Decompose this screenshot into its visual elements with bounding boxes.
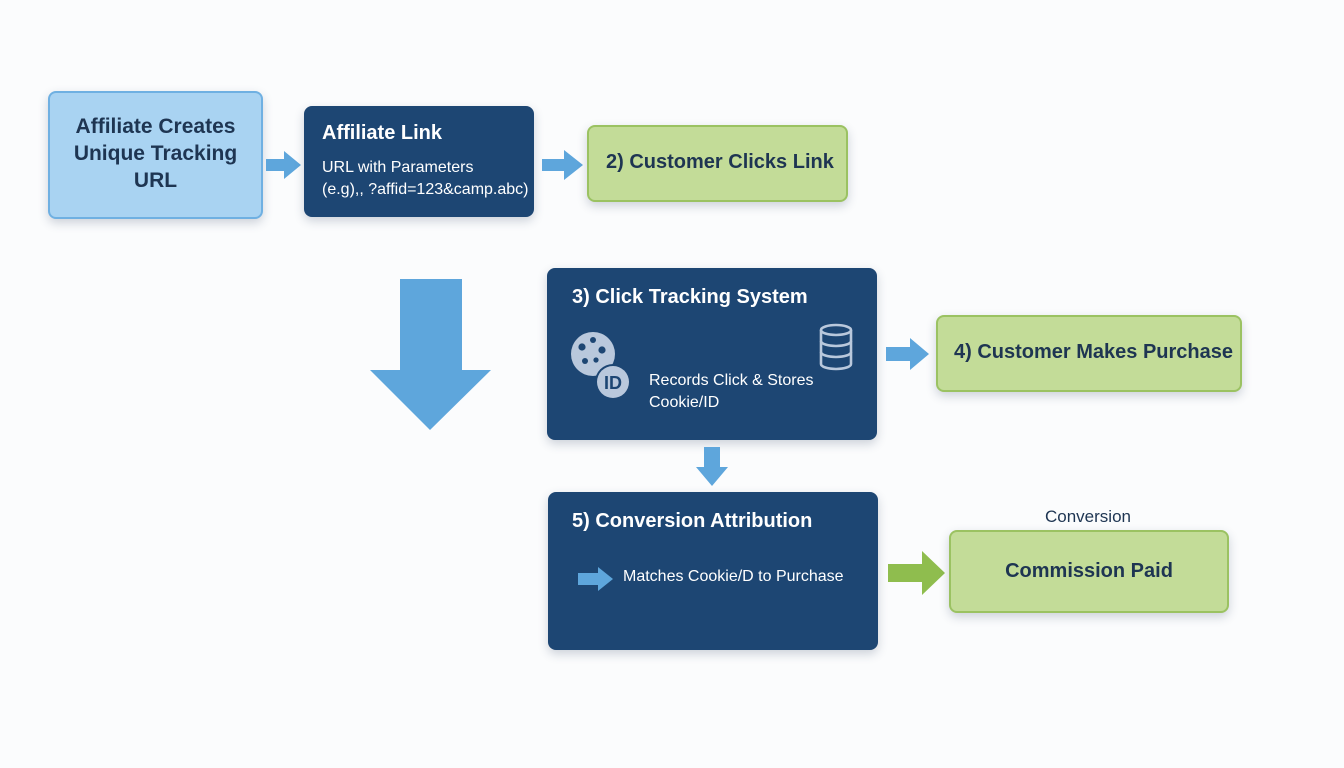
customer-clicks-link-box: 2) Customer Clicks Link [587, 125, 848, 202]
customer-makes-purchase-box: 4) Customer Makes Purchase [936, 315, 1242, 392]
arrow-right-icon [886, 338, 929, 370]
click-tracking-line-2: Cookie/ID [649, 394, 720, 411]
affiliate-link-line-1: URL with Parameters [322, 159, 474, 176]
database-icon [819, 323, 853, 371]
conversion-attribution-title: 5) Conversion Attribution [572, 510, 813, 532]
step-create-line-2: Unique Tracking [73, 142, 238, 165]
arrow-down-icon [370, 279, 491, 430]
id-badge-text: ID [604, 373, 622, 393]
arrow-right-icon [578, 567, 613, 591]
conversion-attribution-box: 5) Conversion Attribution Matches Cookie… [548, 492, 878, 650]
conversion-label: Conversion [1045, 507, 1131, 526]
arrow-down-icon [696, 447, 728, 486]
affiliate-link-title: Affiliate Link [322, 122, 443, 144]
step-create-line-1: Affiliate Creates [75, 115, 236, 138]
step-create-line-3: URL [133, 169, 178, 192]
affiliate-link-box: Affiliate Link URL with Parameters (e.g)… [304, 106, 534, 217]
cookie-icon [571, 332, 615, 376]
id-badge-icon: ID [595, 364, 631, 400]
step-create-title: Affiliate Creates Unique Tracking URL [50, 113, 261, 194]
conversion-attribution-line: Matches Cookie/D to Purchase [623, 568, 844, 585]
arrow-right-icon [542, 150, 583, 180]
arrow-right-icon [266, 151, 301, 179]
customer-purchase-title: 4) Customer Makes Purchase [954, 341, 1234, 363]
commission-paid-box: Commission Paid [949, 530, 1229, 613]
click-tracking-title: 3) Click Tracking System [572, 286, 808, 308]
arrow-right-icon [888, 551, 945, 595]
click-tracking-line-1: Records Click & Stores [649, 372, 814, 389]
affiliate-link-line-2: (e.g),, ?affid=123&camp.abc) [322, 181, 529, 198]
click-tracking-system-box: 3) Click Tracking System ID Records Clic… [547, 268, 877, 440]
cookie-id-icon: ID [571, 332, 631, 400]
commission-paid-title: Commission Paid [1005, 560, 1173, 582]
customer-clicks-title: 2) Customer Clicks Link [606, 151, 834, 173]
step-create-tracking-url-box: Affiliate Creates Unique Tracking URL [48, 91, 263, 219]
